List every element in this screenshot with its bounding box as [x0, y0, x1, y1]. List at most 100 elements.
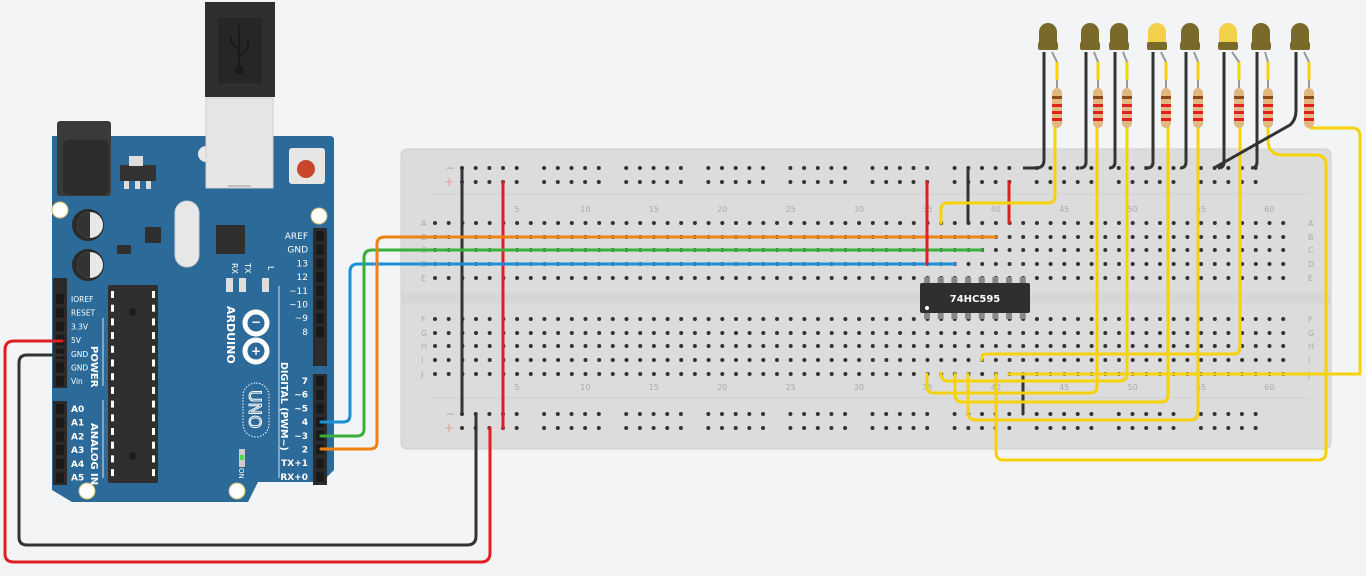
header-pin[interactable]	[56, 472, 64, 483]
breadboard-hole[interactable]	[1062, 262, 1067, 266]
wire-output-q7[interactable]	[994, 118, 1328, 462]
breadboard-hole[interactable]	[446, 372, 451, 376]
resistor[interactable]	[1052, 88, 1062, 128]
breadboard-hole[interactable]	[433, 372, 437, 376]
breadboard-hole[interactable]	[446, 331, 451, 335]
breadboard-hole[interactable]	[857, 331, 862, 335]
rail-hole[interactable]	[911, 426, 916, 430]
breadboard-hole[interactable]	[1267, 235, 1272, 239]
breadboard-hole[interactable]	[802, 372, 807, 376]
breadboard-hole[interactable]	[610, 221, 615, 225]
wire-output-q0[interactable]	[939, 118, 1057, 225]
breadboard-hole[interactable]	[1171, 358, 1176, 362]
header-pin[interactable]	[56, 417, 64, 428]
breadboard-hole[interactable]	[1076, 317, 1080, 321]
breadboard-hole[interactable]	[1185, 276, 1190, 280]
breadboard-hole[interactable]	[624, 276, 629, 280]
led-bulb[interactable]	[1252, 23, 1270, 45]
header-pin[interactable]	[316, 458, 324, 469]
rail-hole[interactable]	[1157, 426, 1162, 430]
breadboard-hole[interactable]	[788, 276, 793, 280]
rail-hole[interactable]	[542, 412, 547, 416]
breadboard-hole[interactable]	[515, 344, 520, 348]
rail-hole[interactable]	[870, 166, 875, 170]
breadboard-hole[interactable]	[528, 372, 533, 376]
rail-hole[interactable]	[1034, 412, 1039, 416]
breadboard-hole[interactable]	[788, 317, 793, 321]
rail-hole[interactable]	[925, 426, 930, 430]
breadboard-hole[interactable]	[898, 317, 903, 321]
breadboard-hole[interactable]	[857, 276, 862, 280]
breadboard-hole[interactable]	[1103, 358, 1108, 362]
rail-hole[interactable]	[1198, 166, 1203, 170]
wires[interactable]	[3, 118, 1362, 564]
breadboard-hole[interactable]	[446, 276, 451, 280]
breadboard-hole[interactable]	[788, 372, 793, 376]
breadboard-hole[interactable]	[1267, 358, 1272, 362]
rail-hole[interactable]	[843, 412, 848, 416]
breadboard-hole[interactable]	[898, 221, 903, 225]
breadboard-hole[interactable]	[1130, 262, 1135, 266]
breadboard-hole[interactable]	[610, 331, 615, 335]
breadboard-hole[interactable]	[446, 317, 451, 321]
rail-hole[interactable]	[1048, 166, 1053, 170]
breadboard-hole[interactable]	[542, 358, 547, 362]
header-pin[interactable]	[56, 362, 64, 373]
breadboard-hole[interactable]	[911, 317, 916, 321]
breadboard-hole[interactable]	[898, 276, 903, 280]
rail-hole[interactable]	[651, 180, 656, 184]
breadboard-hole[interactable]	[1199, 235, 1204, 239]
breadboard-hole[interactable]	[1034, 358, 1039, 362]
breadboard-hole[interactable]	[1076, 262, 1080, 266]
breadboard-hole[interactable]	[651, 317, 656, 321]
breadboard-hole[interactable]	[1267, 317, 1272, 321]
breadboard-hole[interactable]	[829, 276, 834, 280]
breadboard-hole[interactable]	[911, 358, 916, 362]
wire-output-q3[interactable]	[953, 118, 1170, 404]
breadboard-hole[interactable]	[1021, 248, 1026, 252]
breadboard-hole[interactable]	[679, 317, 684, 321]
breadboard-hole[interactable]	[1185, 248, 1190, 252]
rail-hole[interactable]	[665, 426, 670, 430]
breadboard-hole[interactable]	[665, 344, 670, 348]
led-bulb[interactable]	[1148, 23, 1166, 45]
breadboard-hole[interactable]	[802, 358, 807, 362]
breadboard-hole[interactable]	[788, 331, 793, 335]
breadboard-hole[interactable]	[1171, 221, 1176, 225]
breadboard-hole[interactable]	[1034, 262, 1039, 266]
breadboard-hole[interactable]	[870, 344, 875, 348]
breadboard-hole[interactable]	[1158, 358, 1162, 362]
rail-hole[interactable]	[1144, 180, 1149, 184]
breadboard-hole[interactable]	[966, 358, 971, 362]
breadboard-hole[interactable]	[980, 221, 985, 225]
breadboard-hole[interactable]	[1281, 276, 1286, 280]
rail-hole[interactable]	[747, 426, 752, 430]
breadboard-hole[interactable]	[1076, 331, 1080, 335]
breadboard-hole[interactable]	[1185, 331, 1190, 335]
breadboard-hole[interactable]	[1076, 221, 1080, 225]
header-pin[interactable]	[56, 431, 64, 442]
breadboard-hole[interactable]	[788, 344, 793, 348]
breadboard-hole[interactable]	[720, 317, 725, 321]
rail-hole[interactable]	[1212, 412, 1217, 416]
breadboard-hole[interactable]	[1158, 317, 1162, 321]
rail-hole[interactable]	[1130, 412, 1135, 416]
breadboard-hole[interactable]	[939, 358, 944, 362]
breadboard-hole[interactable]	[775, 372, 779, 376]
breadboard-hole[interactable]	[1212, 358, 1217, 362]
breadboard-hole[interactable]	[1130, 331, 1135, 335]
breadboard-hole[interactable]	[474, 221, 478, 225]
header-pin[interactable]	[316, 272, 324, 283]
breadboard-hole[interactable]	[706, 344, 711, 348]
breadboard-hole[interactable]	[583, 358, 588, 362]
breadboard-hole[interactable]	[1253, 221, 1258, 225]
rail-hole[interactable]	[637, 180, 642, 184]
breadboard-hole[interactable]	[1158, 331, 1162, 335]
rail-hole[interactable]	[1212, 180, 1217, 184]
breadboard-hole[interactable]	[775, 317, 779, 321]
breadboard-hole[interactable]	[624, 317, 629, 321]
rail-hole[interactable]	[1226, 180, 1231, 184]
breadboard-hole[interactable]	[1048, 344, 1053, 348]
rail-hole[interactable]	[911, 412, 916, 416]
breadboard-hole[interactable]	[569, 221, 574, 225]
